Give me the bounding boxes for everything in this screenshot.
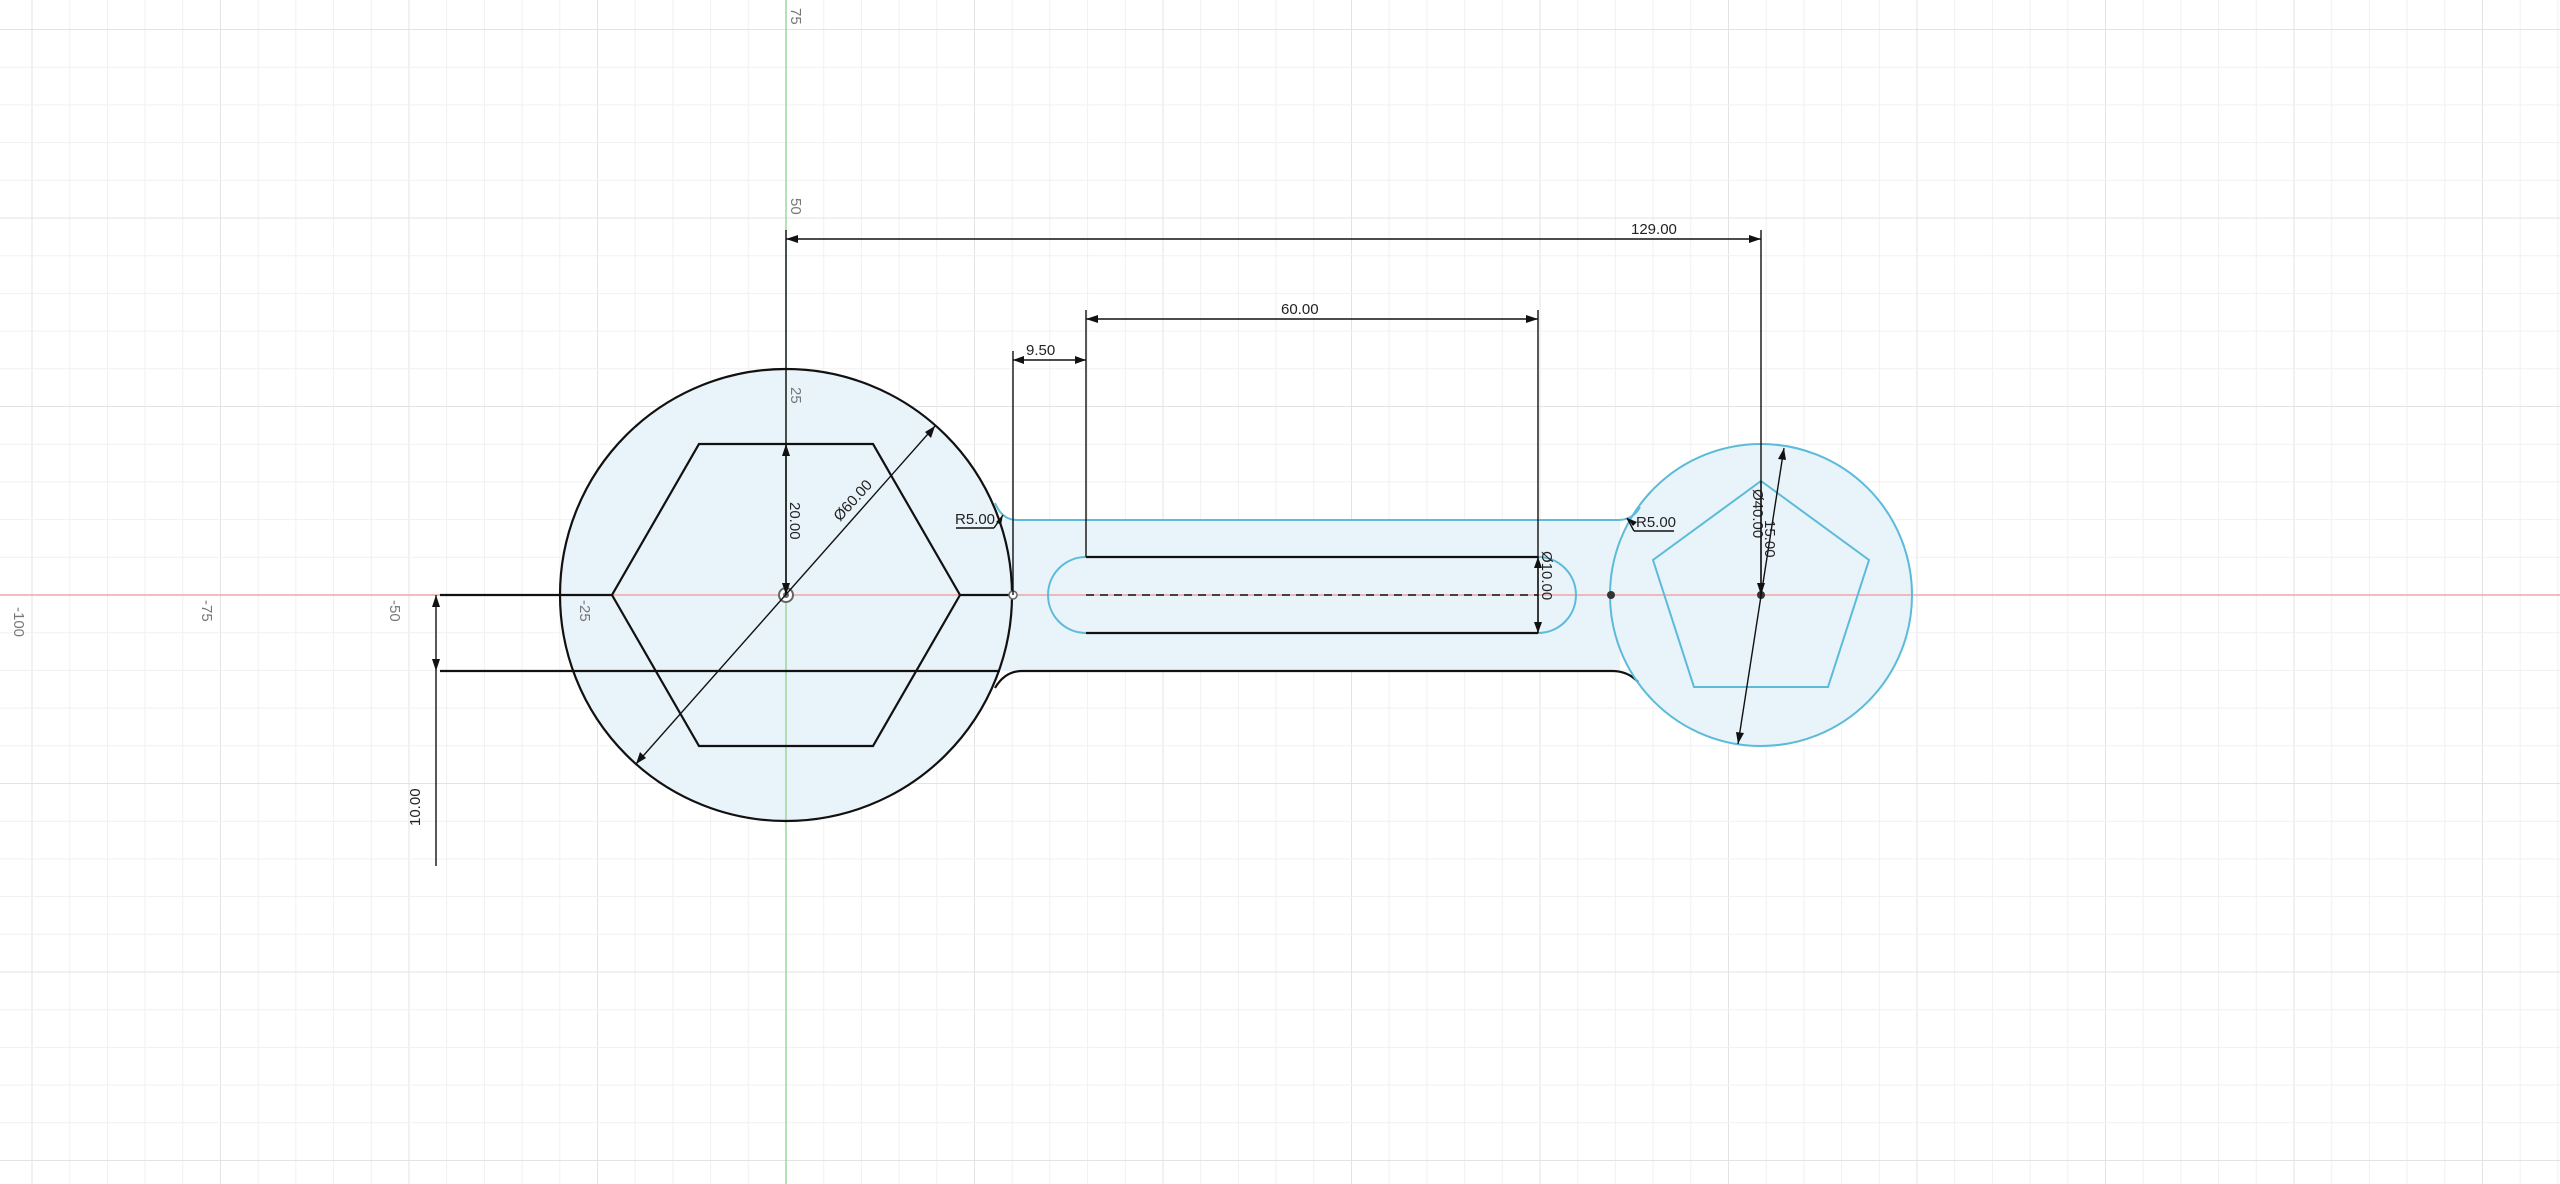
y-tick-label: 75 (787, 8, 804, 25)
slot-left-arc[interactable] (1047, 556, 1087, 634)
dimension-label[interactable]: R5.00 (1636, 514, 1676, 531)
dimension-label[interactable]: 15.00 (1761, 520, 1778, 558)
dimension-label[interactable]: Ø40.00 (1749, 489, 1766, 538)
dimension-label[interactable]: 10.00 (407, 788, 424, 826)
dimension-label[interactable]: 20.00 (786, 502, 803, 540)
dimension-small-circle-diameter[interactable]: Ø40.00 (1736, 447, 1786, 745)
handle-top-edge[interactable] (994, 502, 1641, 521)
x-tick-label: -25 (576, 600, 593, 622)
dimension-fillet-right[interactable]: R5.00 (1626, 514, 1676, 532)
pentagon[interactable] (1651, 479, 1871, 688)
dimension-slot-width[interactable]: Ø10.00 (1534, 551, 1555, 633)
handle-bottom-edge[interactable] (994, 669, 1639, 689)
x-tick-label: -50 (386, 600, 403, 622)
y-tick-label: 25 (787, 387, 804, 404)
y-tick-label: 50 (787, 198, 804, 215)
x-tick-label: -100 (10, 607, 27, 637)
slot-right-arc[interactable] (1537, 556, 1577, 634)
dimension-label[interactable]: 60.00 (1281, 301, 1319, 318)
x-tick-label: -75 (198, 600, 215, 622)
dimension-slot-offset[interactable]: 9.50 (1012, 342, 1086, 595)
dimension-label[interactable]: 9.50 (1026, 342, 1055, 359)
dimension-hexagon-size[interactable]: 20.00 (782, 444, 803, 595)
sketch-point[interactable] (1607, 591, 1615, 599)
dimension-handle-offset[interactable]: 10.00 (407, 595, 440, 866)
dimension-slot-length[interactable]: 60.00 (1085, 301, 1539, 633)
dimension-label[interactable]: Ø10.00 (1538, 551, 1555, 600)
dimension-label[interactable]: 129.00 (1631, 221, 1677, 238)
dimension-label[interactable]: R5.00 (955, 511, 995, 528)
dimension-fillet-left[interactable]: R5.00 (955, 511, 1004, 529)
dimension-pentagon-size[interactable]: 15.00 (1757, 481, 1778, 595)
